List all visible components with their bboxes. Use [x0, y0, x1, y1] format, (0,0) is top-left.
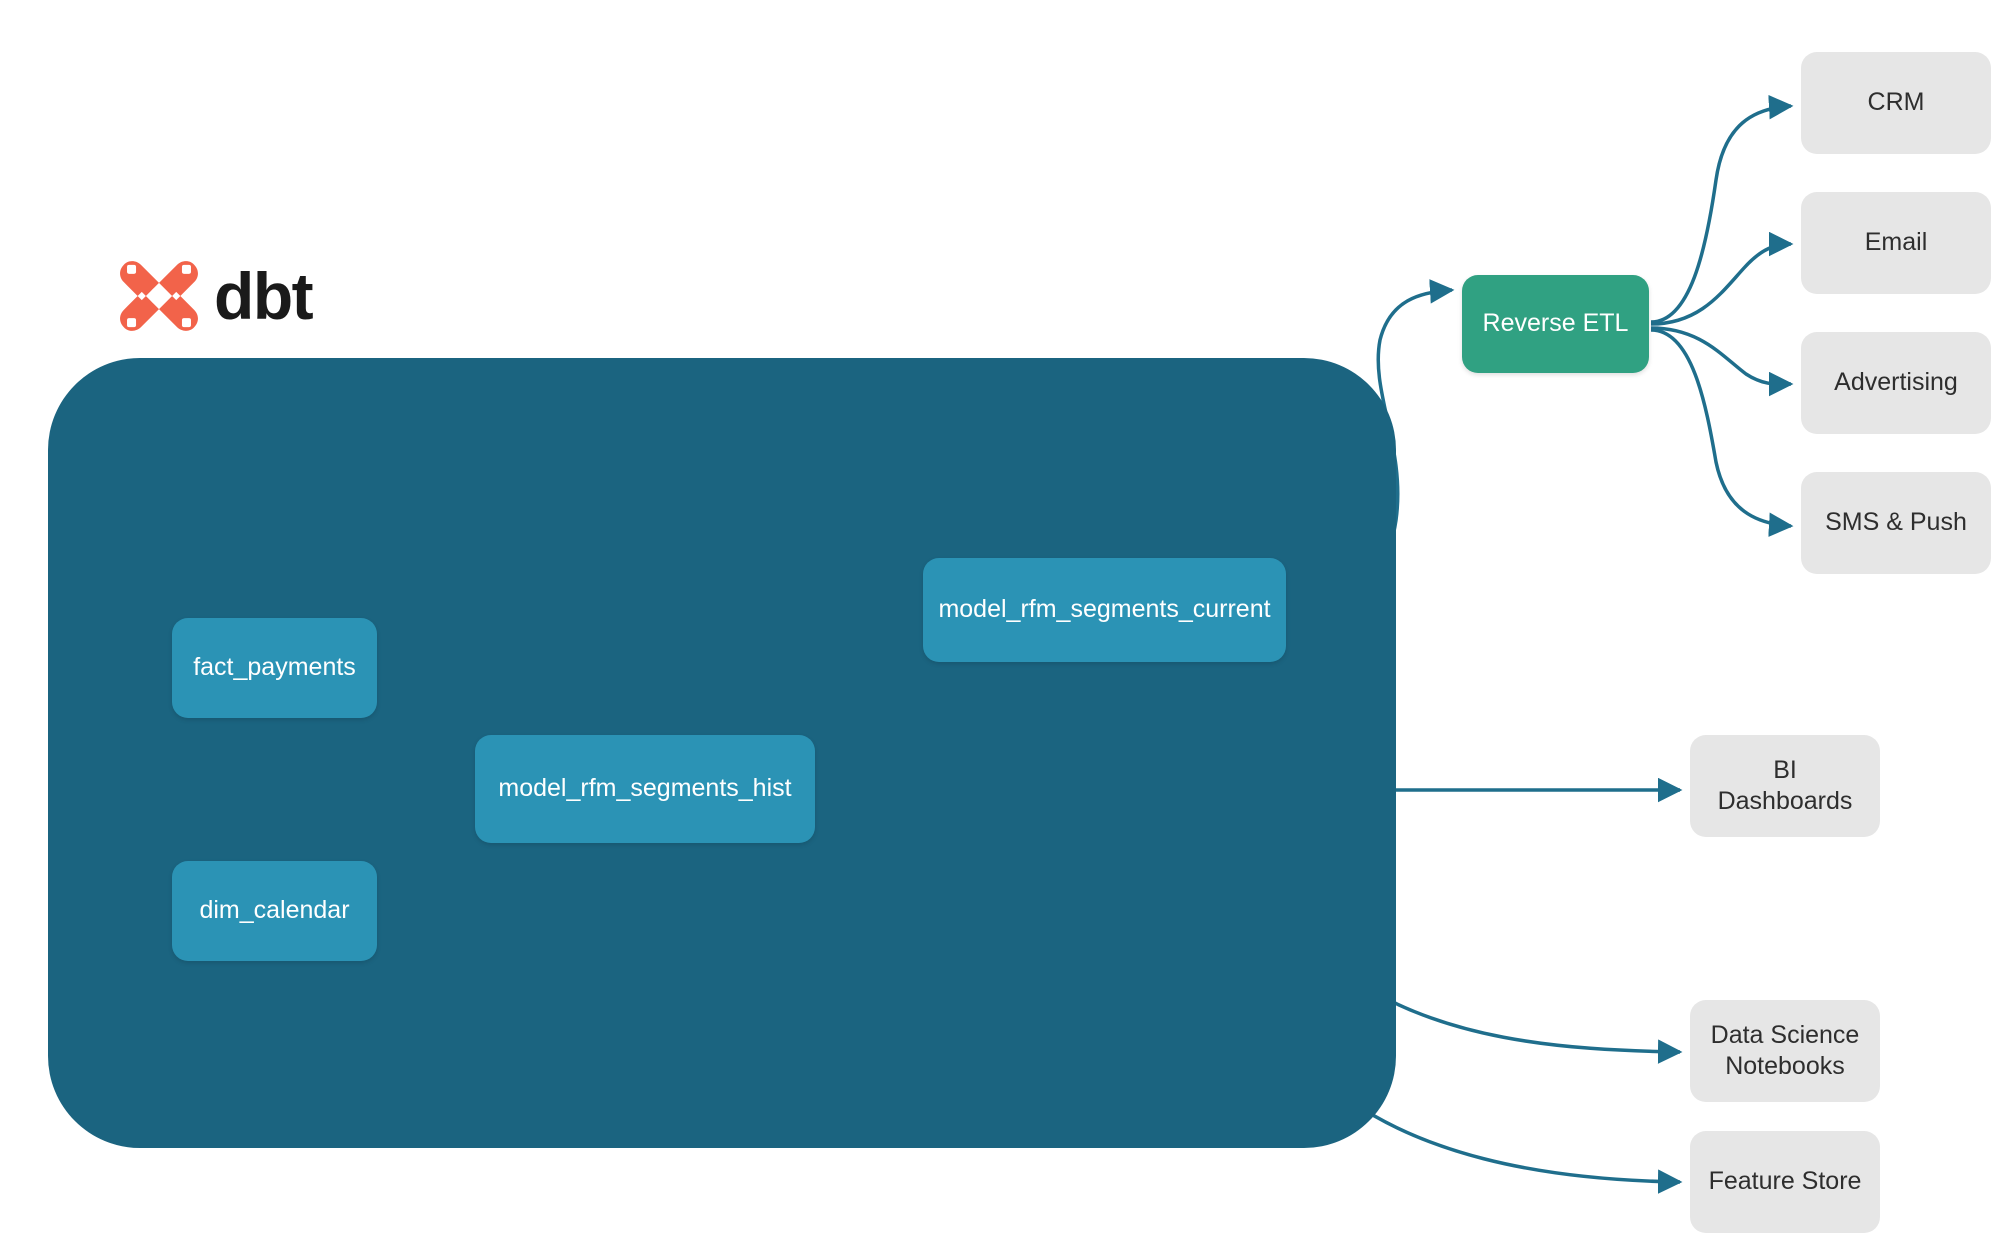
- node-bi-dashboards[interactable]: BI Dashboards: [1690, 735, 1880, 837]
- node-model-rfm-segments-current[interactable]: model_rfm_segments_current: [923, 558, 1286, 662]
- edge-reverse-etl-to-crm: [1650, 94, 1794, 324]
- node-reverse-etl[interactable]: Reverse ETL: [1462, 275, 1649, 373]
- node-advertising[interactable]: Advertising: [1801, 332, 1991, 434]
- dbt-logo-mark: [120, 261, 198, 331]
- node-crm[interactable]: CRM: [1801, 52, 1991, 154]
- dbt-logo: dbt: [118, 255, 314, 337]
- ds-notebooks-line-1: Data Science: [1710, 1020, 1860, 1049]
- node-model-rfm-segments-hist[interactable]: model_rfm_segments_hist: [475, 735, 815, 843]
- node-sms-push[interactable]: SMS & Push: [1801, 472, 1991, 574]
- edge-reverse-etl-to-email: [1650, 231, 1794, 326]
- node-data-science-notebooks[interactable]: Data Science Notebooks: [1690, 1000, 1880, 1102]
- node-feature-store[interactable]: Feature Store: [1690, 1131, 1880, 1233]
- edge-reverse-etl-to-sms-push: [1650, 328, 1794, 537]
- node-fact-payments[interactable]: fact_payments: [172, 618, 377, 718]
- edge-reverse-etl-to-advertising: [1650, 326, 1794, 397]
- node-email[interactable]: Email: [1801, 192, 1991, 294]
- dbt-wordmark: dbt: [214, 259, 314, 333]
- ds-notebooks-line-2: Notebooks: [1725, 1052, 1845, 1080]
- node-dim-calendar[interactable]: dim_calendar: [172, 861, 377, 961]
